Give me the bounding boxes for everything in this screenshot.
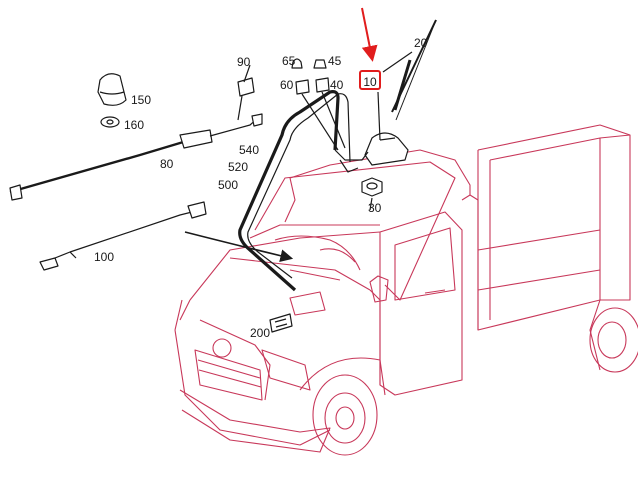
highlight-pointer-arrow (361, 7, 378, 62)
vehicle-outline (174, 124, 638, 456)
callout-20: 20 (414, 36, 428, 50)
callout-30: 30 (368, 201, 382, 215)
callout-10-label: 10 (363, 75, 377, 89)
callout-500: 500 (218, 178, 239, 192)
callout-520: 520 (228, 160, 249, 174)
cable-routing-arrow (184, 231, 294, 262)
callout-90: 90 (237, 55, 251, 69)
parts-linework (9, 19, 437, 333)
callout-45: 45 (328, 54, 342, 68)
callout-80: 80 (160, 157, 174, 171)
callout-150: 150 (131, 93, 152, 107)
callout-200: 200 (250, 326, 271, 340)
highlighted-callout-10[interactable]: 10 (359, 70, 381, 90)
callout-540: 540 (239, 143, 260, 157)
callout-100: 100 (94, 250, 115, 264)
callout-60: 60 (280, 78, 294, 92)
callout-160: 160 (124, 118, 145, 132)
callout-40: 40 (330, 78, 344, 92)
callout-65: 65 (282, 54, 296, 68)
